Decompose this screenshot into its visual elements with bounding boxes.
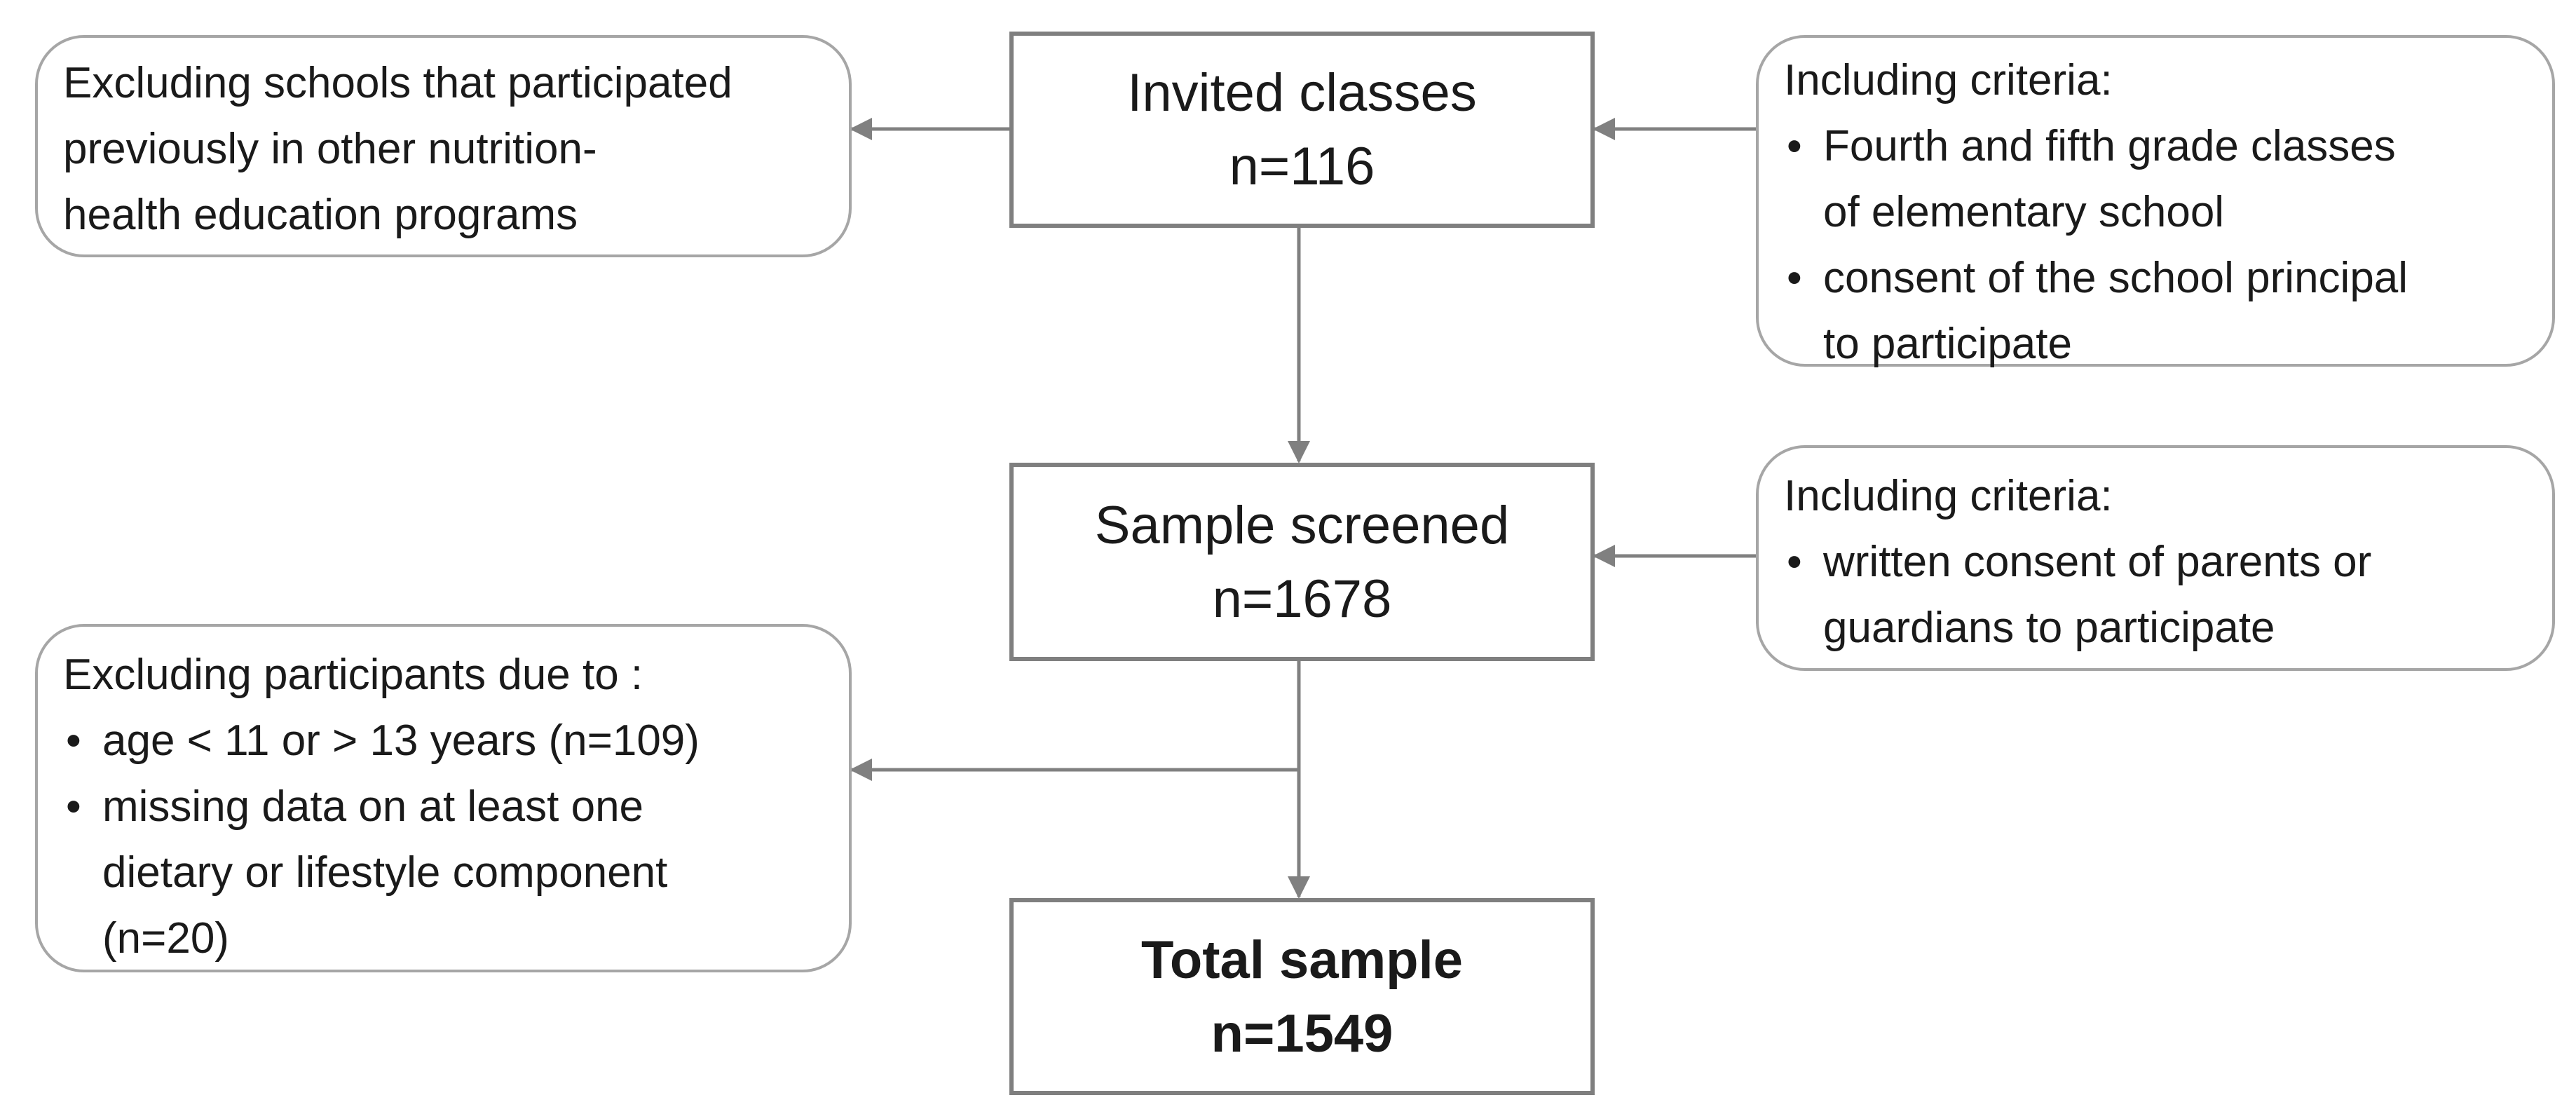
invited-classes-title: Invited classes — [1127, 63, 1477, 123]
inclusion-classes-item: Fourth and fifth grade classes of elemen… — [1784, 114, 2531, 245]
arrowhead-down-1 — [1288, 441, 1310, 463]
sample-screened-title: Sample screened — [1094, 495, 1510, 555]
inclusion-parents-item: written consent of parents or guardians … — [1784, 529, 2531, 661]
exclusion-participants-item: age < 11 or > 13 years (n=109) — [63, 708, 828, 774]
arrowhead-down-2 — [1288, 876, 1310, 899]
exclusion-schools-line: Excluding schools that participated — [63, 59, 732, 107]
invited-classes-box: Invited classes n=116 — [1009, 32, 1595, 228]
sample-screened-count: n=1678 — [1212, 569, 1392, 629]
invited-classes-count: n=116 — [1229, 137, 1375, 196]
arrowhead-left-2 — [1593, 118, 1615, 140]
exclusion-schools-line: health education programs — [63, 191, 578, 239]
total-sample-box: Total sample n=1549 — [1009, 898, 1595, 1095]
inclusion-classes-box: Including criteria: Fourth and fifth gra… — [1756, 35, 2555, 368]
arrowhead-left-3 — [1593, 545, 1615, 567]
exclusion-schools-box: Excluding schools that participated prev… — [35, 35, 852, 257]
inclusion-classes-heading: Including criteria: — [1784, 56, 2113, 104]
inclusion-parents-list: written consent of parents or guardians … — [1784, 529, 2531, 661]
exclusion-participants-box: Excluding participants due to : age < 11… — [35, 624, 852, 972]
exclusion-schools-line: previously in other nutrition- — [63, 125, 597, 173]
exclusion-participants-item: missing data on at least one dietary or … — [63, 774, 828, 972]
inclusion-classes-list: Fourth and fifth grade classes of elemen… — [1784, 114, 2531, 377]
total-sample-count: n=1549 — [1211, 1003, 1393, 1064]
inclusion-classes-item: consent of the school principal to parti… — [1784, 245, 2531, 377]
inclusion-parents-box: Including criteria: written consent of p… — [1756, 445, 2555, 671]
sample-screened-box: Sample screened n=1678 — [1009, 463, 1595, 661]
arrowhead-left-1 — [850, 118, 872, 140]
exclusion-participants-list: age < 11 or > 13 years (n=109) missing d… — [63, 708, 828, 972]
exclusion-participants-heading: Excluding participants due to : — [63, 651, 643, 699]
total-sample-title: Total sample — [1141, 930, 1463, 990]
inclusion-parents-heading: Including criteria: — [1784, 472, 2113, 520]
arrowhead-left-4 — [850, 759, 872, 781]
